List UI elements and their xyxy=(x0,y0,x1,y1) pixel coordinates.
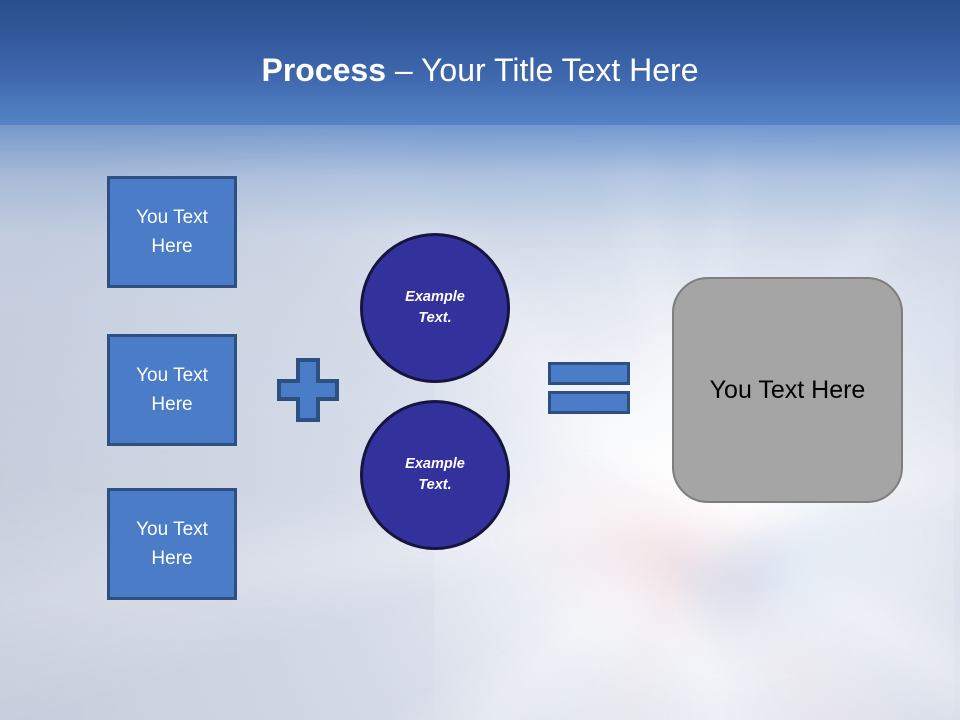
slide-title-strong: Process xyxy=(261,52,387,88)
slide-title-light: – Your Title Text Here xyxy=(386,52,699,88)
plus-icon xyxy=(277,358,339,422)
result-box[interactable]: You Text Here xyxy=(672,277,903,503)
equals-icon xyxy=(548,362,630,414)
slide-title: Process – Your Title Text Here xyxy=(0,54,960,86)
equals-icon-bar-top xyxy=(548,362,630,385)
slide-header-band xyxy=(0,0,960,125)
result-box-label: You Text Here xyxy=(709,375,866,404)
equals-icon-bar-bottom xyxy=(548,391,630,414)
